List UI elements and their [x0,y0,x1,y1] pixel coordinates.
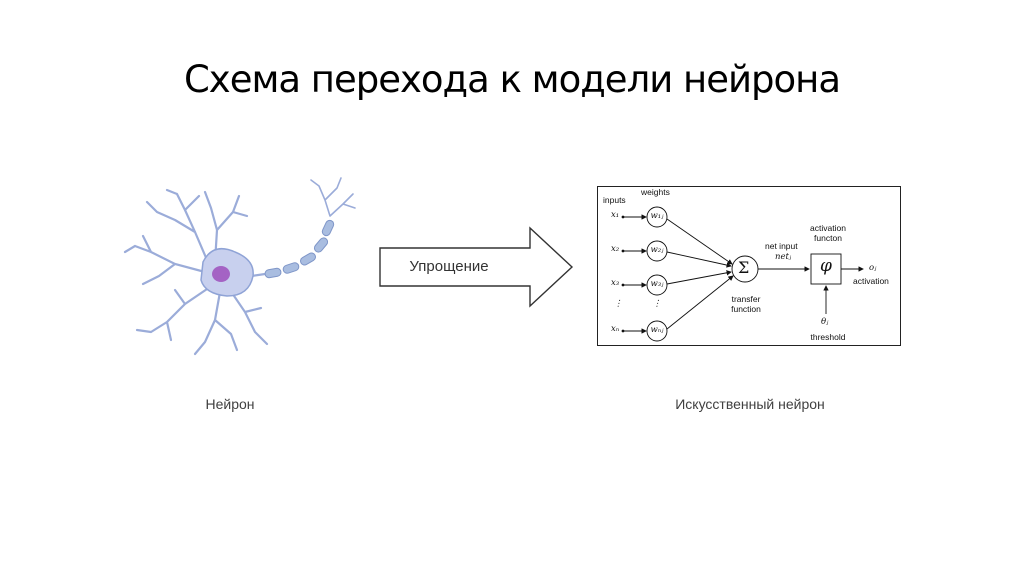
caption-artificial-neuron: Искусственный нейрон [675,396,825,412]
simplification-arrow [379,226,574,308]
input-x3: x₃ [611,278,620,288]
input-xn: xₙ [611,324,620,334]
artificial-neuron-model: inputs weights x₁ x₂ x₃ ⋮ xₙ w₁ⱼ w₂ⱼ w₃ⱼ… [597,186,901,346]
output-label: activation [853,276,889,286]
activation-function-line1: activation [810,223,846,233]
transfer-function-line1: transfer [731,294,761,304]
weight-w2j: w₂ⱼ [650,245,664,255]
activation-function-line2: functon [814,233,842,243]
transfer-function-line2: function [731,304,761,314]
weight-node-n [646,320,668,342]
weight-ellipsis: ⋮ [652,299,662,309]
nucleus [212,266,230,282]
inputs-label: inputs [603,195,626,205]
weights-label: weights [641,187,670,197]
input-x2: x₂ [611,244,620,254]
arrow-label: Упрощение [409,258,489,275]
threshold-label: threshold [810,332,846,342]
weight-w1j: w₁ⱼ [650,211,664,221]
weight-wnj: wₙⱼ [650,325,664,335]
sum-symbol: Σ [738,258,750,277]
weight-node-1 [646,206,668,228]
net-input-label: net input [765,241,798,251]
output-symbol: oⱼ [869,263,877,273]
threshold-symbol: θⱼ [821,317,829,327]
net-symbol: netⱼ [775,252,792,262]
activation-symbol: φ [820,256,832,276]
weight-node-3 [646,274,668,296]
weight-node-2 [646,240,668,262]
input-ellipsis: ⋮ [614,299,623,309]
biological-neuron-illustration [123,177,356,356]
input-x1: x₁ [611,210,620,220]
weight-w3j: w₃ⱼ [650,279,664,289]
model-connections [621,206,864,342]
model-frame [597,186,901,346]
caption-neuron: Нейрон [205,396,255,412]
slide-title: Схема перехода к модели нейрона [183,58,841,101]
